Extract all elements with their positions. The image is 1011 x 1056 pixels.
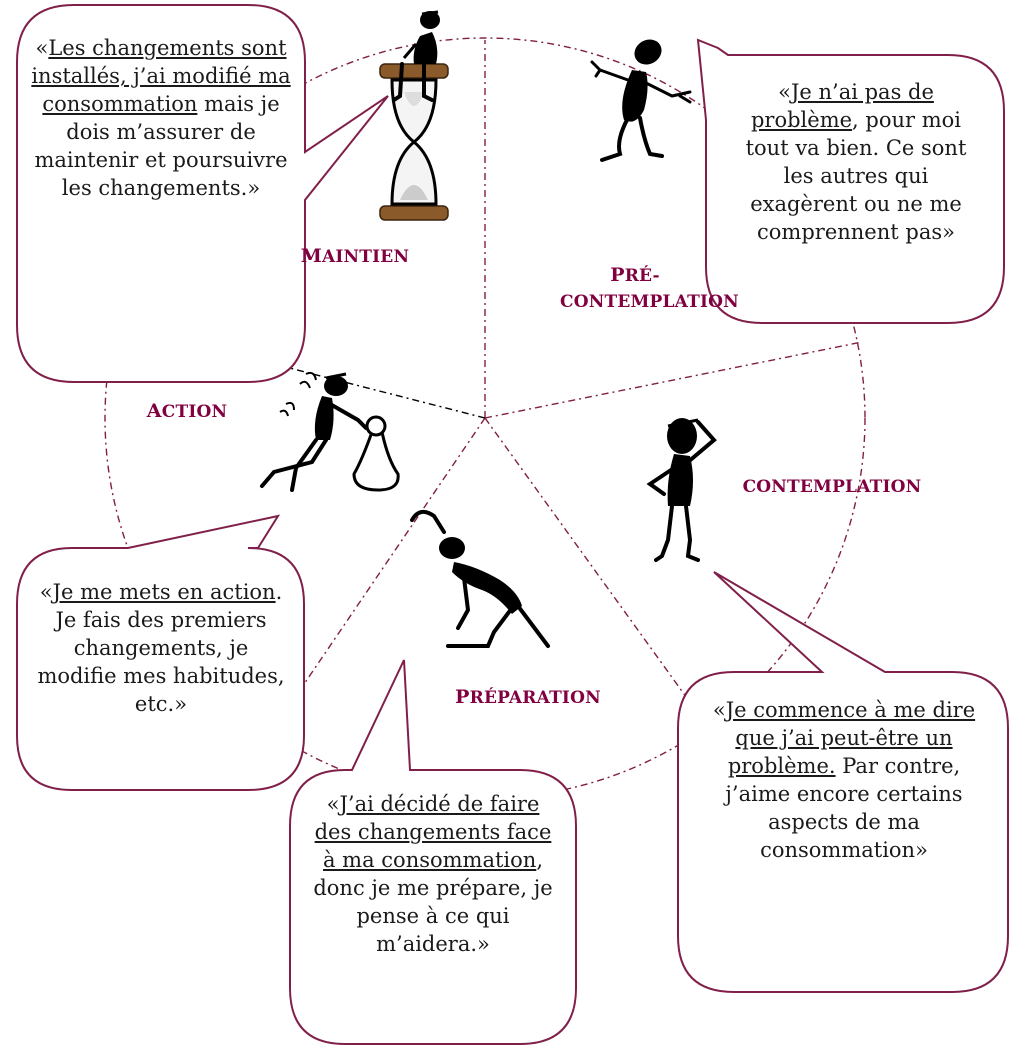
- hourglass-sitter-figure: [379, 10, 449, 221]
- spoke-upper-right: [484, 341, 863, 419]
- spoke-lower-right: [484, 417, 698, 713]
- spoke-lower-left: [299, 417, 486, 691]
- stage-label-precontemplation: PRÉ- CONTEMPLATION: [560, 264, 739, 312]
- bubble-text-contemplation: «Je commence à me dire que j’ai peut-êtr…: [712, 698, 976, 862]
- stage-label-action: ACTION: [146, 400, 228, 422]
- bubble-text-precontemplation: «Je n’ai pas de problème, pour moi tout …: [745, 80, 967, 244]
- bubble-text-action: «Je me mets en action. Je fais des premi…: [37, 580, 285, 716]
- bubble-text-maintien: «Les changements sont installés, j’ai mo…: [31, 36, 291, 200]
- spoke-upper-left: [257, 359, 486, 419]
- bubble-precontemplation: [696, 38, 1005, 324]
- bubble-preparation: [289, 659, 577, 1045]
- waving-figure: [590, 39, 692, 162]
- wheel-spokes: [257, 40, 863, 713]
- pushing-figure: [260, 371, 400, 492]
- speech-bubbles: [16, 4, 1009, 1045]
- stage-label-maintien: MAINTIEN: [300, 245, 410, 267]
- bubble-maintien: [16, 4, 389, 383]
- bubble-contemplation: [677, 571, 1009, 993]
- stretching-figure: [410, 509, 550, 648]
- stage-label-contemplation: CONTEMPLATION: [742, 477, 922, 497]
- bubble-text-preparation: «J’ai décidé de faire des changements fa…: [313, 792, 553, 956]
- bubble-action: [16, 514, 305, 791]
- head-scratching-figure: [646, 418, 717, 562]
- stage-label-preparation: PRÉPARATION: [455, 686, 601, 708]
